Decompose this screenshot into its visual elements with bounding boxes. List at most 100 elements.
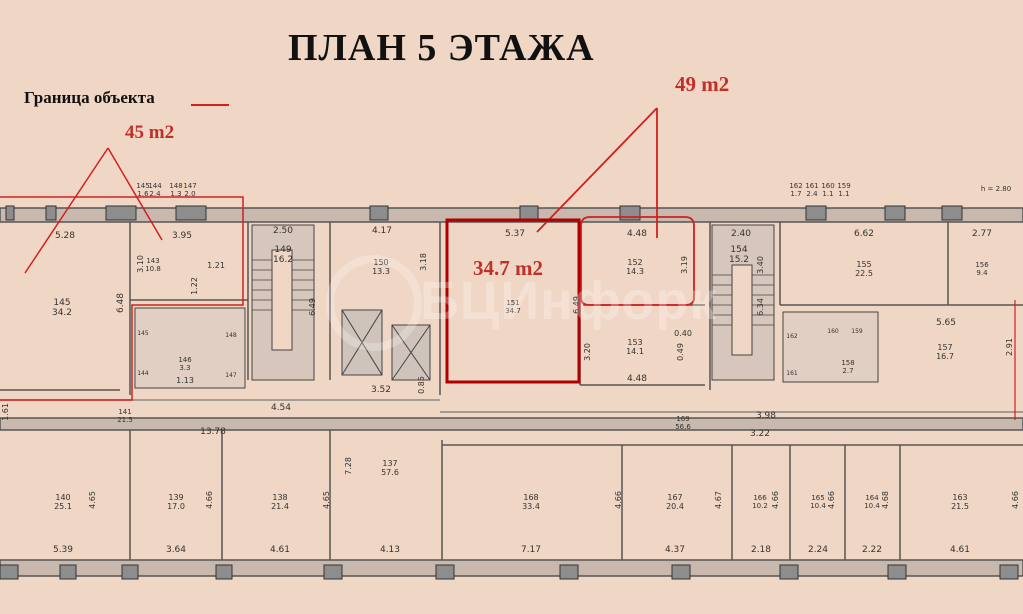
room-number: 155 bbox=[856, 260, 871, 269]
dimension-label: 4.61 bbox=[950, 545, 970, 555]
room-number: 169 bbox=[676, 415, 689, 423]
dimension-label: 2.18 bbox=[751, 545, 771, 555]
dimension-label: 4.66 bbox=[827, 491, 836, 509]
room-number: 154 bbox=[730, 245, 747, 255]
dimension-label: 3.95 bbox=[172, 231, 192, 241]
dimension-label: 2.77 bbox=[972, 229, 992, 239]
dimension-label: 4.48 bbox=[627, 229, 647, 239]
dimension-label: 3.98 bbox=[756, 411, 776, 421]
room-area: 14.3 bbox=[626, 267, 644, 276]
dimension-label: 1.61 bbox=[1, 403, 10, 421]
room-area: 56.6 bbox=[675, 423, 691, 431]
room-number: 138 bbox=[272, 493, 287, 502]
room-area: 2.7 bbox=[842, 367, 853, 375]
dimension-label: 1.22 bbox=[190, 277, 199, 295]
dimension-label: 2.50 bbox=[273, 226, 293, 236]
room-area: 17.0 bbox=[167, 502, 185, 511]
room-number: 164 bbox=[865, 494, 879, 502]
wall-tag: 162 bbox=[789, 182, 802, 190]
room-number: 140 bbox=[55, 493, 70, 502]
watermark: БЦИнфорк bbox=[420, 271, 718, 331]
dimension-label: 6.49 bbox=[308, 298, 317, 316]
wc-blocks bbox=[134, 307, 879, 389]
room-number: 159 bbox=[851, 328, 863, 335]
room-area: 22.5 bbox=[855, 269, 873, 278]
room-number: 168 bbox=[523, 493, 538, 502]
dimension-label: 3.52 bbox=[371, 385, 391, 395]
room-number: 152 bbox=[627, 258, 642, 267]
room-area: 10.4 bbox=[810, 502, 826, 510]
object-boundary-center bbox=[445, 218, 581, 384]
dimension-label: 5.39 bbox=[53, 545, 73, 555]
dimension-label: 7.28 bbox=[344, 457, 353, 475]
room-number: 145 bbox=[53, 298, 70, 308]
dimension-label: 4.61 bbox=[270, 545, 290, 555]
ceiling-height: h = 2.80 bbox=[981, 185, 1011, 193]
wall-tag-value: 1.6 bbox=[137, 190, 149, 198]
room-number: 158 bbox=[841, 359, 854, 367]
object-boundary-east bbox=[536, 107, 695, 306]
columns bbox=[0, 205, 1019, 580]
room-area: 9.4 bbox=[976, 269, 988, 277]
room-number: 165 bbox=[811, 494, 824, 502]
dimension-label: 5.28 bbox=[55, 231, 75, 241]
room-number: 161 bbox=[786, 370, 798, 377]
dimension-label: 4.67 bbox=[714, 491, 723, 509]
dimension-label: 6.62 bbox=[854, 229, 874, 239]
room-area: 10.8 bbox=[145, 265, 161, 273]
room-number: 156 bbox=[975, 261, 989, 269]
room-area: 21.5 bbox=[951, 502, 969, 511]
dimension-label: 3.10 bbox=[136, 255, 145, 273]
wall-tag: 160 bbox=[821, 182, 834, 190]
dimension-label: 4.54 bbox=[271, 403, 291, 413]
area-label-center: 34.7 m2 bbox=[473, 256, 543, 280]
room-area: 21.4 bbox=[271, 502, 289, 511]
room-number: 146 bbox=[178, 356, 192, 364]
dimension-label: 4.65 bbox=[322, 491, 331, 509]
room-number: 162 bbox=[786, 333, 798, 340]
room-area: 16.2 bbox=[273, 255, 293, 265]
dimension-label: 4.66 bbox=[1011, 491, 1020, 509]
dimension-label: 3.19 bbox=[680, 256, 689, 274]
room-area: 25.1 bbox=[54, 502, 72, 511]
dimension-label: 3.22 bbox=[750, 429, 770, 439]
wall-tag-value: 1.1 bbox=[838, 190, 849, 198]
dimension-label: 4.13 bbox=[380, 545, 400, 555]
legend-swatch bbox=[191, 104, 229, 106]
wall-tag: 159 bbox=[837, 182, 850, 190]
dimension-label: 6.48 bbox=[116, 293, 126, 313]
watermark-logo-icon bbox=[326, 255, 422, 351]
room-area: 3.3 bbox=[179, 364, 190, 372]
dimension-label: 4.37 bbox=[665, 545, 685, 555]
dimension-label: 0.40 bbox=[674, 329, 692, 338]
room-number: 160 bbox=[827, 328, 839, 335]
room-area: 34.2 bbox=[52, 308, 72, 318]
wall-tag: 161 bbox=[805, 182, 818, 190]
page-title: ПЛАН 5 ЭТАЖА bbox=[288, 27, 595, 69]
dimension-label: 5.37 bbox=[505, 229, 525, 239]
room-area: 14.1 bbox=[626, 347, 644, 356]
dimension-label: 3.64 bbox=[166, 545, 186, 555]
room-area: 10.4 bbox=[864, 502, 880, 510]
wall-tag: 144 bbox=[148, 182, 162, 190]
dimension-label: 1.21 bbox=[207, 261, 225, 270]
dimension-label: 1.13 bbox=[176, 376, 194, 385]
wall-tag-value: 2.4 bbox=[806, 190, 818, 198]
room-area: 33.4 bbox=[522, 502, 540, 511]
room-number: 163 bbox=[952, 493, 967, 502]
dimension-label: 13.78 bbox=[200, 427, 226, 437]
dimension-label: 4.17 bbox=[372, 226, 392, 236]
room-number: 153 bbox=[627, 338, 642, 347]
room-number: 137 bbox=[382, 459, 397, 468]
dimension-label: 4.66 bbox=[771, 491, 780, 509]
dimension-label: 2.22 bbox=[862, 545, 882, 555]
dimension-label: 4.65 bbox=[88, 491, 97, 509]
room-number: 157 bbox=[937, 343, 952, 352]
legend-label: Граница объекта bbox=[24, 88, 155, 107]
dimension-label: 3.40 bbox=[756, 256, 765, 274]
dimension-label: 4.66 bbox=[205, 491, 214, 509]
stair-left bbox=[251, 224, 315, 381]
dimension-label: 7.17 bbox=[521, 545, 541, 555]
room-area: 16.7 bbox=[936, 352, 954, 361]
